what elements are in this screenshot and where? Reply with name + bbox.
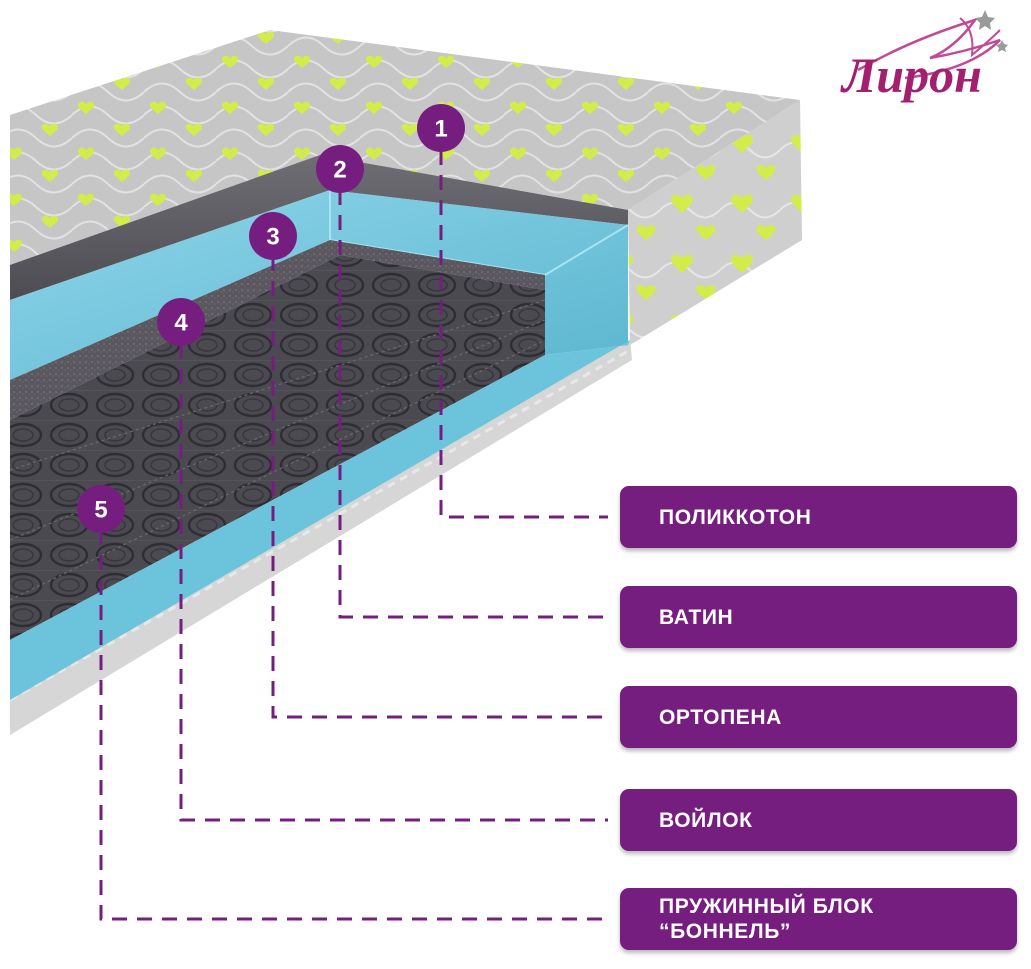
logo-wing-icon xyxy=(959,17,1001,58)
layer-label-1-text: ПОЛИККОТОН xyxy=(659,505,812,529)
batting-layer xyxy=(10,155,628,300)
felt-layer xyxy=(10,240,545,420)
cover-side-panel xyxy=(628,100,802,345)
logo-small-star-icon xyxy=(996,40,1008,52)
leader-line-3 xyxy=(271,256,608,719)
layer-label-5-text: ПРУЖИННЫЙ БЛОК “БОННЕЛЬ” xyxy=(659,895,874,943)
badge-5-number: 5 xyxy=(94,497,107,524)
layer-label-4-text: ВОЙЛОК xyxy=(659,808,753,832)
leader-line-2 xyxy=(338,190,608,619)
badge-1: 1 xyxy=(417,104,465,152)
layer-label-3: ОРТОПЕНА xyxy=(620,686,1017,748)
spring-block xyxy=(10,255,545,640)
badge-3-number: 3 xyxy=(266,224,279,251)
leader-line-1 xyxy=(439,150,608,519)
badge-1-number: 1 xyxy=(434,116,447,143)
foam-layer xyxy=(10,190,628,380)
badge-2: 2 xyxy=(316,145,364,193)
leader-line-5 xyxy=(99,530,608,921)
layer-label-1: ПОЛИККОТОН xyxy=(620,486,1017,548)
badge-4-number: 4 xyxy=(174,310,188,337)
layer-label-3-text: ОРТОПЕНА xyxy=(659,705,782,729)
badge-4: 4 xyxy=(157,298,205,346)
layer-label-4: ВОЙЛОК xyxy=(620,789,1017,851)
layer-label-5: ПРУЖИННЫЙ БЛОК “БОННЕЛЬ” xyxy=(620,888,1017,950)
cover-front-band xyxy=(10,340,632,735)
brand-name: Лирон xyxy=(840,47,982,103)
brand-logo: Лирон xyxy=(840,10,1008,103)
layer-label-2: ВАТИН xyxy=(620,586,1017,648)
leader-line-4 xyxy=(179,344,608,822)
logo-star-icon xyxy=(975,10,995,30)
badge-5: 5 xyxy=(77,485,125,533)
lower-foam-band xyxy=(10,340,630,700)
leader-lines xyxy=(99,150,608,921)
badge-2-number: 2 xyxy=(333,157,346,184)
layer-label-2-text: ВАТИН xyxy=(659,605,734,629)
logo-swoosh-icon xyxy=(857,17,1001,80)
badge-3: 3 xyxy=(249,212,297,260)
